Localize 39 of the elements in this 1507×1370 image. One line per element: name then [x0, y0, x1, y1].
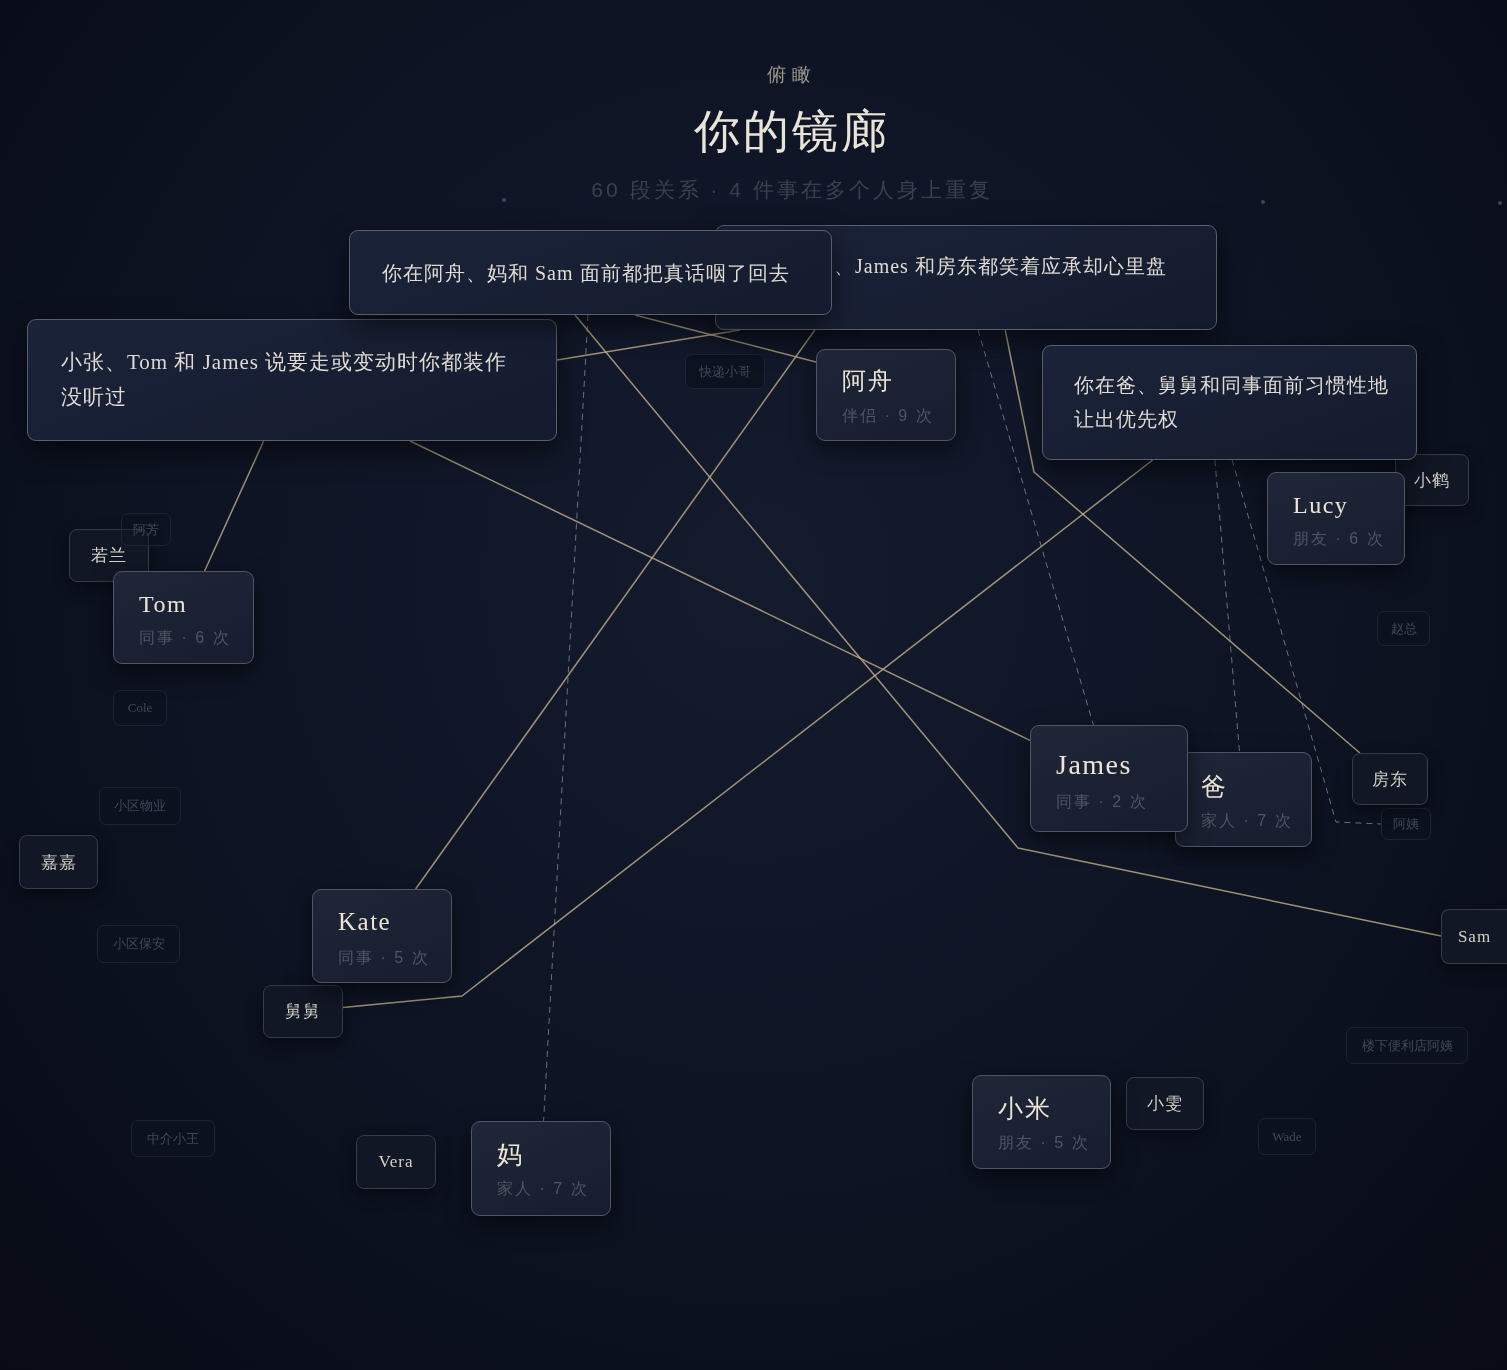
- person-name: 小米: [998, 1094, 1051, 1124]
- person-card: [972, 1075, 1111, 1169]
- connector-line: [409, 440, 1031, 742]
- connector-line: [977, 329, 1094, 726]
- person-name: James: [1056, 748, 1132, 782]
- person-name: 爸: [1201, 772, 1228, 802]
- connector-line: [342, 459, 1154, 1009]
- connector-line: [1214, 459, 1240, 753]
- person-name: Lucy: [1293, 491, 1349, 520]
- name-tag: 嘉嘉: [19, 835, 98, 889]
- name-tag: Sam: [1441, 909, 1507, 964]
- person-name: 妈: [497, 1140, 524, 1170]
- pattern-card: 你在爸、舅舅和同事面前习惯性地让出优先权: [1042, 345, 1417, 460]
- person-card: [1175, 752, 1312, 847]
- person-name: Tom: [139, 590, 188, 619]
- person-card: [1030, 725, 1188, 832]
- person-card: [312, 889, 452, 983]
- name-tag: Vera: [356, 1135, 436, 1189]
- person-card: [471, 1121, 611, 1216]
- pattern-card: 你在阿舟、妈和 Sam 面前都把真话咽了回去: [349, 230, 832, 315]
- person-name: Kate: [338, 907, 392, 937]
- person-card: [816, 349, 956, 441]
- connector-line: [634, 314, 817, 363]
- person-card: [1267, 472, 1405, 565]
- name-tag: 舅舅: [263, 985, 343, 1038]
- name-tag: 小雯: [1126, 1077, 1204, 1130]
- connector-line: [574, 314, 1442, 937]
- person-name: 阿舟: [842, 367, 893, 396]
- connector-line: [1004, 329, 1361, 754]
- connector-line: [203, 440, 265, 572]
- person-card: [113, 571, 254, 664]
- pattern-card: 小张、Tom 和 James 说要走或变动时你都装作没听过: [27, 319, 557, 441]
- name-tag: 房东: [1352, 753, 1428, 805]
- title: 你的镜廊: [694, 105, 890, 159]
- connector-line: [556, 329, 741, 361]
- connector-line: [1231, 459, 1382, 825]
- connector-line: [414, 329, 816, 890]
- connector-line: [543, 314, 589, 1122]
- eyebrow-text: 俯瞰: [767, 63, 817, 87]
